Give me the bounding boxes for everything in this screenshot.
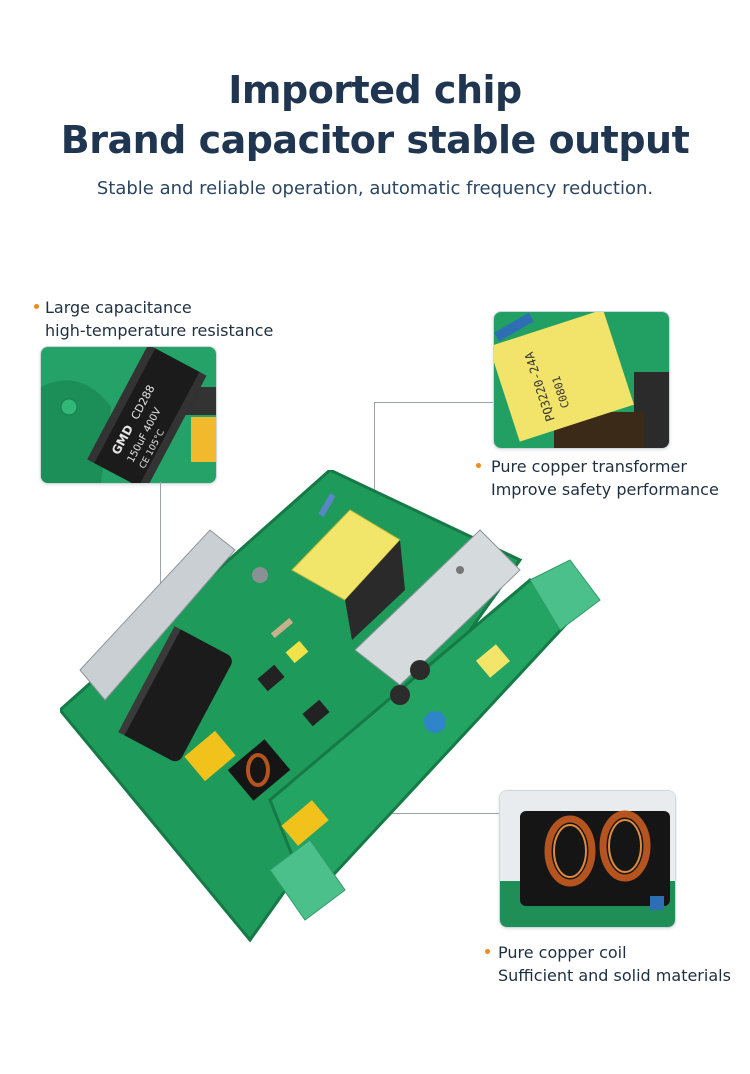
subtitle: Stable and reliable operation, automatic… (96, 178, 654, 199)
coil-component (227, 739, 291, 801)
chip-ic (257, 664, 285, 692)
yellow-capacitor (184, 730, 236, 782)
callout-coil-line1: Pure copper coil (498, 943, 627, 962)
callout-capacitance-line1: Large capacitance (45, 298, 192, 317)
heatsink-left (79, 529, 236, 701)
callout-coil: Pure copper coil Sufficient and solid ma… (485, 941, 731, 987)
headline-line-1: Imported chip (228, 68, 522, 112)
terminal-connector-bottom (269, 839, 346, 921)
capacitor-component (118, 626, 232, 762)
transformer-component (291, 509, 405, 640)
transformer-closeup-image: PQ3220-24A C0801 (493, 311, 670, 449)
callout-capacitance: Large capacitance high-temperature resis… (34, 296, 273, 342)
small-capacitor (390, 685, 410, 705)
bullet-dot-icon (34, 304, 39, 309)
callout-transformer-line1: Pure copper transformer (491, 457, 687, 476)
resistor (318, 493, 336, 517)
bullet-dot-icon (476, 463, 481, 468)
yellow-capacitor (281, 800, 329, 846)
pcb-main (60, 470, 523, 943)
yellow-capacitor (475, 644, 511, 678)
leader-line-capacitor (160, 482, 161, 670)
terminal-connector-top (529, 559, 601, 631)
callout-transformer: Pure copper transformer Improve safety p… (476, 455, 719, 501)
small-capacitor (252, 567, 268, 583)
coil-closeup-image (499, 790, 676, 928)
capacitor-closeup-image: GMD CD288 150uF 400V CE 105°C (40, 346, 217, 484)
callout-capacitance-line2: high-temperature resistance (45, 321, 274, 340)
power-board-image (60, 470, 601, 943)
small-capacitor (410, 660, 430, 680)
leader-line-transformer-v (374, 402, 375, 560)
resistor (270, 617, 294, 639)
headline-line-2: Brand capacitor stable output (60, 118, 690, 162)
blue-capacitor (424, 711, 446, 733)
leader-line-transformer-h (374, 402, 493, 403)
heatsink-right (354, 529, 521, 686)
chip-ic (285, 640, 309, 664)
callout-transformer-line2: Improve safety performance (491, 480, 719, 499)
leader-line-coil (330, 813, 499, 814)
bullet-dot-icon (485, 949, 490, 954)
chip-ic (302, 699, 330, 727)
callout-coil-line2: Sufficient and solid materials (498, 966, 731, 985)
